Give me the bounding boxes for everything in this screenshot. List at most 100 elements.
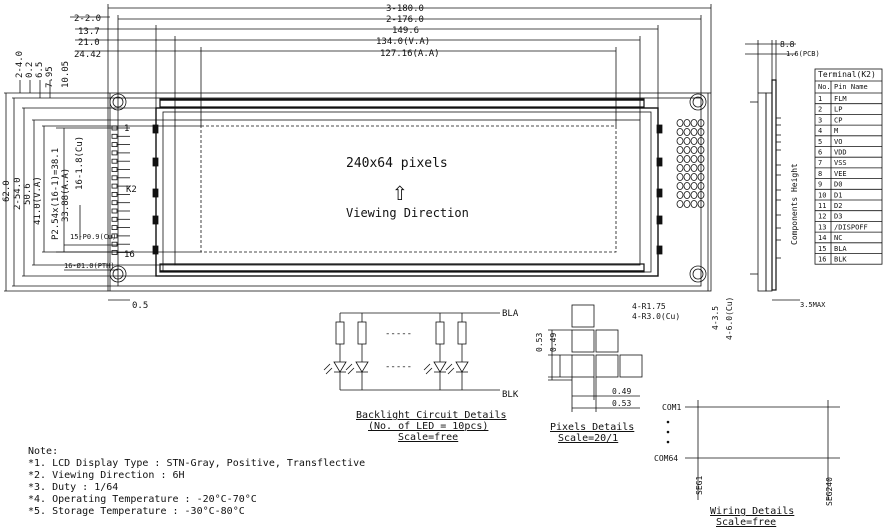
com1-label: COM1 (662, 403, 681, 412)
solder-pad (676, 173, 684, 181)
dim-top-9: 127.16(A.A) (380, 49, 440, 59)
edge-tab (656, 188, 663, 198)
solder-pad (676, 146, 684, 154)
terminal-row-pin: LP (834, 106, 842, 114)
solder-pad (683, 191, 691, 199)
pixels-title: Pixels Details (550, 422, 634, 433)
edge-tab (152, 215, 159, 225)
backlight-subtitle: (No. of LED = 10pcs) (368, 421, 488, 432)
connector-pin (111, 250, 118, 255)
wiring-dots (666, 420, 670, 444)
pixel-dim-4: 0.53 (612, 399, 631, 408)
led-diode-icon (333, 361, 347, 373)
terminal-header-pin: Pin Name (834, 83, 868, 91)
terminal-row-no: 4 (818, 127, 822, 135)
terminal-row-pin: CP (834, 116, 842, 124)
edge-tab (656, 245, 663, 255)
module-outline (107, 92, 712, 292)
pixels-scale: Scale=20/1 (558, 433, 618, 444)
dim-left-3: 6.5 (35, 62, 45, 78)
dim-left-10: 33.88(A.A) (61, 168, 71, 222)
backlight-title: Backlight Circuit Details (356, 410, 507, 421)
dim-top-4: 13.7 (78, 27, 100, 37)
hole-dim-2: 4-R3.0(Cu) (632, 312, 680, 321)
dim-left-9: 41.0(V.A) (33, 176, 43, 225)
note-item: *5. Storage Temperature : -30°C-80°C (28, 506, 245, 517)
solder-pad (697, 164, 705, 172)
backlight-dots-bottom: ----- (385, 362, 412, 372)
pixel-dim-2: 0.49 (549, 333, 558, 352)
solder-pad (690, 191, 698, 199)
components-height-label: Components Height (790, 163, 799, 245)
seg240-label: SEG240 (825, 477, 834, 506)
solder-pad (697, 200, 705, 208)
dim-left-6: 62.0 (2, 180, 12, 202)
terminal-row-pin: FLM (834, 95, 847, 103)
solder-pad (676, 191, 684, 199)
backlight-circuit (323, 312, 500, 391)
terminal-header-no: No. (818, 83, 831, 91)
solder-pad (683, 182, 691, 190)
terminal-row-pin: BLK (834, 256, 847, 264)
side-dim-4: 3.5MAX (800, 301, 826, 309)
dim-left-8: 50.6 (23, 183, 33, 205)
terminal-row-no: 14 (818, 234, 826, 242)
connector-pin (111, 208, 118, 214)
terminal-row-pin: VO (834, 138, 842, 146)
solder-pad (683, 155, 691, 163)
terminal-row-no: 9 (818, 181, 822, 189)
terminal-row-pin: /DISPOFF (834, 223, 868, 231)
side-view (745, 40, 800, 301)
solder-pad (697, 119, 705, 127)
mounting-holes (109, 93, 707, 283)
terminal-row-no: 6 (818, 149, 822, 157)
edge-tab (152, 157, 159, 167)
terminal-row-no: 1 (818, 95, 822, 103)
pixel-dim-1: 0.53 (535, 333, 544, 352)
seg1-label: SEG1 (695, 476, 704, 495)
connector-pin (111, 133, 118, 139)
k2-connector (111, 125, 130, 255)
solder-pad (676, 128, 684, 136)
connector-pin (111, 183, 118, 189)
connector-pin (111, 200, 118, 206)
terminal-row-no: 2 (818, 106, 822, 114)
viewing-direction-label: Viewing Direction (346, 206, 469, 220)
led-diode-icon (355, 361, 369, 373)
connector-pin (111, 175, 118, 181)
dim-top-3: 2-176.0 (386, 15, 424, 25)
solder-pad (683, 119, 691, 127)
hole-dim-4: 4-6.0(Cu) (725, 297, 734, 340)
wiring-title: Wiring Details (710, 506, 794, 517)
side-dim-2: 1.6(PCB) (786, 50, 820, 58)
terminal-row-no: 10 (818, 191, 826, 199)
solder-pad (697, 146, 705, 154)
edge-tab (656, 157, 663, 167)
bla-label: BLA (502, 309, 519, 319)
pin-1-label: 1 (124, 124, 129, 134)
led-diode-icon (433, 361, 447, 373)
solder-pad (690, 200, 698, 208)
com64-label: COM64 (654, 454, 678, 463)
pixel-dim-3: 0.49 (612, 387, 631, 396)
solder-pad (697, 173, 705, 181)
solder-pad (676, 119, 684, 127)
k2-label: K2 (126, 185, 137, 195)
dim-left-5: 10.05 (61, 61, 71, 88)
dim-left-14: 16-Ø1.0(PTH) (64, 262, 115, 270)
terminal-row-pin: D3 (834, 213, 842, 221)
connector-pin (111, 191, 118, 197)
dim-top-8: 24.42 (74, 50, 101, 60)
dim-top-2: 3-180.0 (386, 4, 424, 14)
terminal-row-no: 3 (818, 116, 822, 124)
connector-pin (111, 167, 118, 172)
connector-pin (111, 216, 118, 222)
terminal-row-no: 11 (818, 202, 826, 210)
left-dimension-lines (4, 80, 201, 301)
note-item: *4. Operating Temperature : -20°C-70°C (28, 494, 257, 505)
dim-left-4: 7.95 (45, 66, 55, 88)
solder-pad (683, 173, 691, 181)
dim-top-6: 21.0 (78, 38, 100, 48)
connector-pin (111, 150, 118, 156)
hole-dim-1: 4-R1.75 (632, 302, 666, 311)
